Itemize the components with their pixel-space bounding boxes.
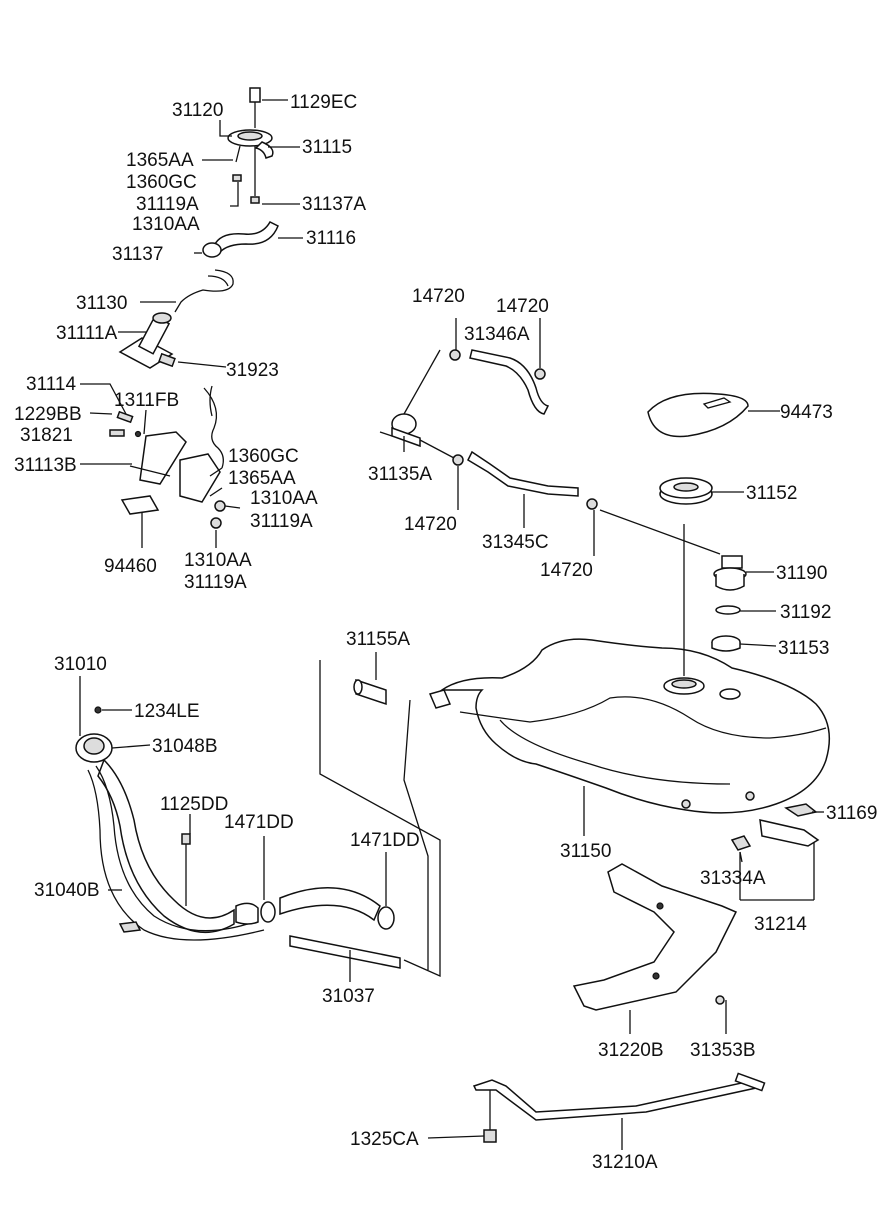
label-31114: 31114: [26, 374, 76, 395]
label-31152: 31152: [746, 483, 797, 504]
label-1310AA-mid: 1310AA: [250, 488, 318, 509]
label-31210A: 31210A: [592, 1152, 658, 1173]
label-1310AA-top: 1310AA: [132, 214, 200, 235]
label-31155A: 31155A: [346, 629, 410, 650]
label-31923: 31923: [226, 360, 279, 381]
label-31119A-mid: 31119A: [250, 511, 313, 532]
label-1471DD-b: 1471DD: [350, 830, 420, 851]
label-31346A: 31346A: [464, 324, 530, 345]
heat-shield-31220B: [572, 863, 738, 1011]
label-31150: 31150: [560, 841, 611, 862]
vapor-hose-31346A: [449, 349, 550, 415]
label-31345C: 31345C: [482, 532, 549, 553]
label-14720-a: 14720: [412, 286, 465, 307]
label-31119A-bot: 31119A: [184, 572, 247, 593]
fuel-tank-31150: [428, 524, 831, 814]
filler-hose-31036: [260, 887, 395, 930]
label-31048B: 31048B: [152, 736, 218, 757]
pump-bracket-31113B: [109, 385, 226, 529]
lock-ring-31152: [659, 477, 713, 505]
label-31037: 31037: [322, 986, 375, 1007]
label-31190: 31190: [776, 563, 827, 584]
label-31137: 31137: [112, 244, 163, 265]
filler-cap-cover-94473: [647, 392, 749, 438]
label-1234LE: 1234LE: [134, 701, 200, 722]
tank-strap-31210A: [472, 1072, 766, 1143]
hose-31155A: [319, 660, 441, 978]
label-1471DD-a: 1471DD: [224, 812, 294, 833]
label-31153: 31153: [778, 638, 829, 659]
label-31169: 31169: [826, 803, 877, 824]
label-31135A: 31135A: [368, 464, 432, 485]
part-labels: 1129EC 31120 31115 1365AA 1360GC 31119A …: [14, 92, 877, 1173]
label-31040B: 31040B: [34, 880, 100, 901]
vent-valve-31190: [711, 555, 747, 652]
label-1310AA-bot: 1310AA: [184, 550, 252, 571]
label-94460: 94460: [104, 556, 157, 577]
label-31116: 31116: [306, 228, 356, 249]
check-valve-31135A: [379, 349, 455, 459]
label-31113B: 31113B: [14, 455, 77, 476]
label-94473: 94473: [780, 402, 833, 423]
label-14720-c: 14720: [404, 514, 457, 535]
label-1365AA-mid: 1365AA: [228, 468, 296, 489]
pump-wiring-31130: [174, 269, 234, 313]
label-1125DD: 1125DD: [160, 794, 228, 815]
label-31130: 31130: [76, 293, 127, 314]
sender-plate-assembly: [227, 87, 274, 204]
fuel-pump-31111A: [118, 312, 176, 369]
label-1365AA-top: 1365AA: [126, 150, 194, 171]
bracket-31169: [759, 803, 820, 847]
strap-bracket-31214: [730, 835, 815, 901]
label-1311FB: 1311FB: [114, 390, 179, 411]
label-1360GC-mid: 1360GC: [228, 446, 299, 467]
label-31120: 31120: [172, 100, 223, 121]
label-31220B: 31220B: [598, 1040, 664, 1061]
label-31353B: 31353B: [690, 1040, 756, 1061]
label-14720-b: 14720: [496, 296, 549, 317]
label-31111A: 31111A: [56, 323, 118, 344]
leader-lines: [79, 99, 824, 1150]
label-31334A: 31334A: [700, 868, 766, 889]
label-1229BB: 1229BB: [14, 404, 82, 425]
label-1325CA: 1325CA: [350, 1129, 419, 1150]
label-31821: 31821: [20, 425, 73, 446]
strainer-94460: [120, 495, 160, 515]
vapor-hose-31345C: [452, 450, 721, 555]
label-1129EC: 1129EC: [290, 92, 357, 113]
label-31115: 31115: [302, 137, 352, 158]
label-14720-d: 14720: [540, 560, 593, 581]
label-31192: 31192: [780, 602, 831, 623]
label-31010: 31010: [54, 654, 107, 675]
label-31119A-top: 31119A: [136, 194, 199, 215]
label-31137A: 31137A: [302, 194, 366, 215]
breather-hose-31037: [289, 935, 401, 969]
label-31214: 31214: [754, 914, 807, 935]
fuel-hose-31116: [202, 221, 279, 258]
label-1360GC-top: 1360GC: [126, 172, 197, 193]
filler-neck-31040B: [75, 706, 265, 941]
